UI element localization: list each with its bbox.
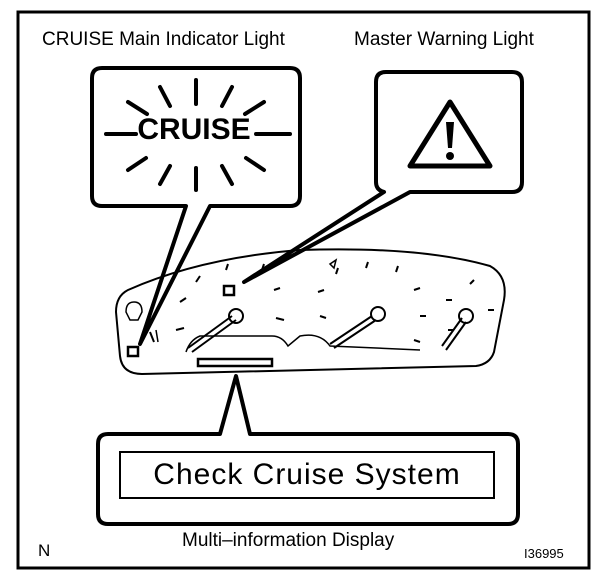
master-warning-lamp [222, 284, 236, 297]
cruise-indicator-text: CRUISE [137, 113, 251, 146]
figure-frame [16, 10, 591, 570]
figure-code: I36995 [524, 546, 564, 561]
multi-info-display-label: Multi–information Display [182, 530, 395, 551]
warning-triangle-icon [407, 99, 493, 169]
sunburst-rays-icon [104, 78, 292, 192]
display-screen [119, 451, 495, 499]
display-bar [196, 357, 274, 368]
corner-mark: N [38, 541, 51, 560]
display-message: Check Cruise System [153, 458, 461, 491]
cruise-indicator-label: CRUISE Main Indicator Light [42, 29, 285, 50]
instrument-cluster [114, 248, 506, 376]
multi-info-callout-bubble [96, 374, 520, 526]
cruise-callout-bubble [90, 66, 302, 346]
master-warning-label: Master Warning Light [354, 29, 534, 50]
cruise-indicator-lamp [126, 345, 140, 358]
